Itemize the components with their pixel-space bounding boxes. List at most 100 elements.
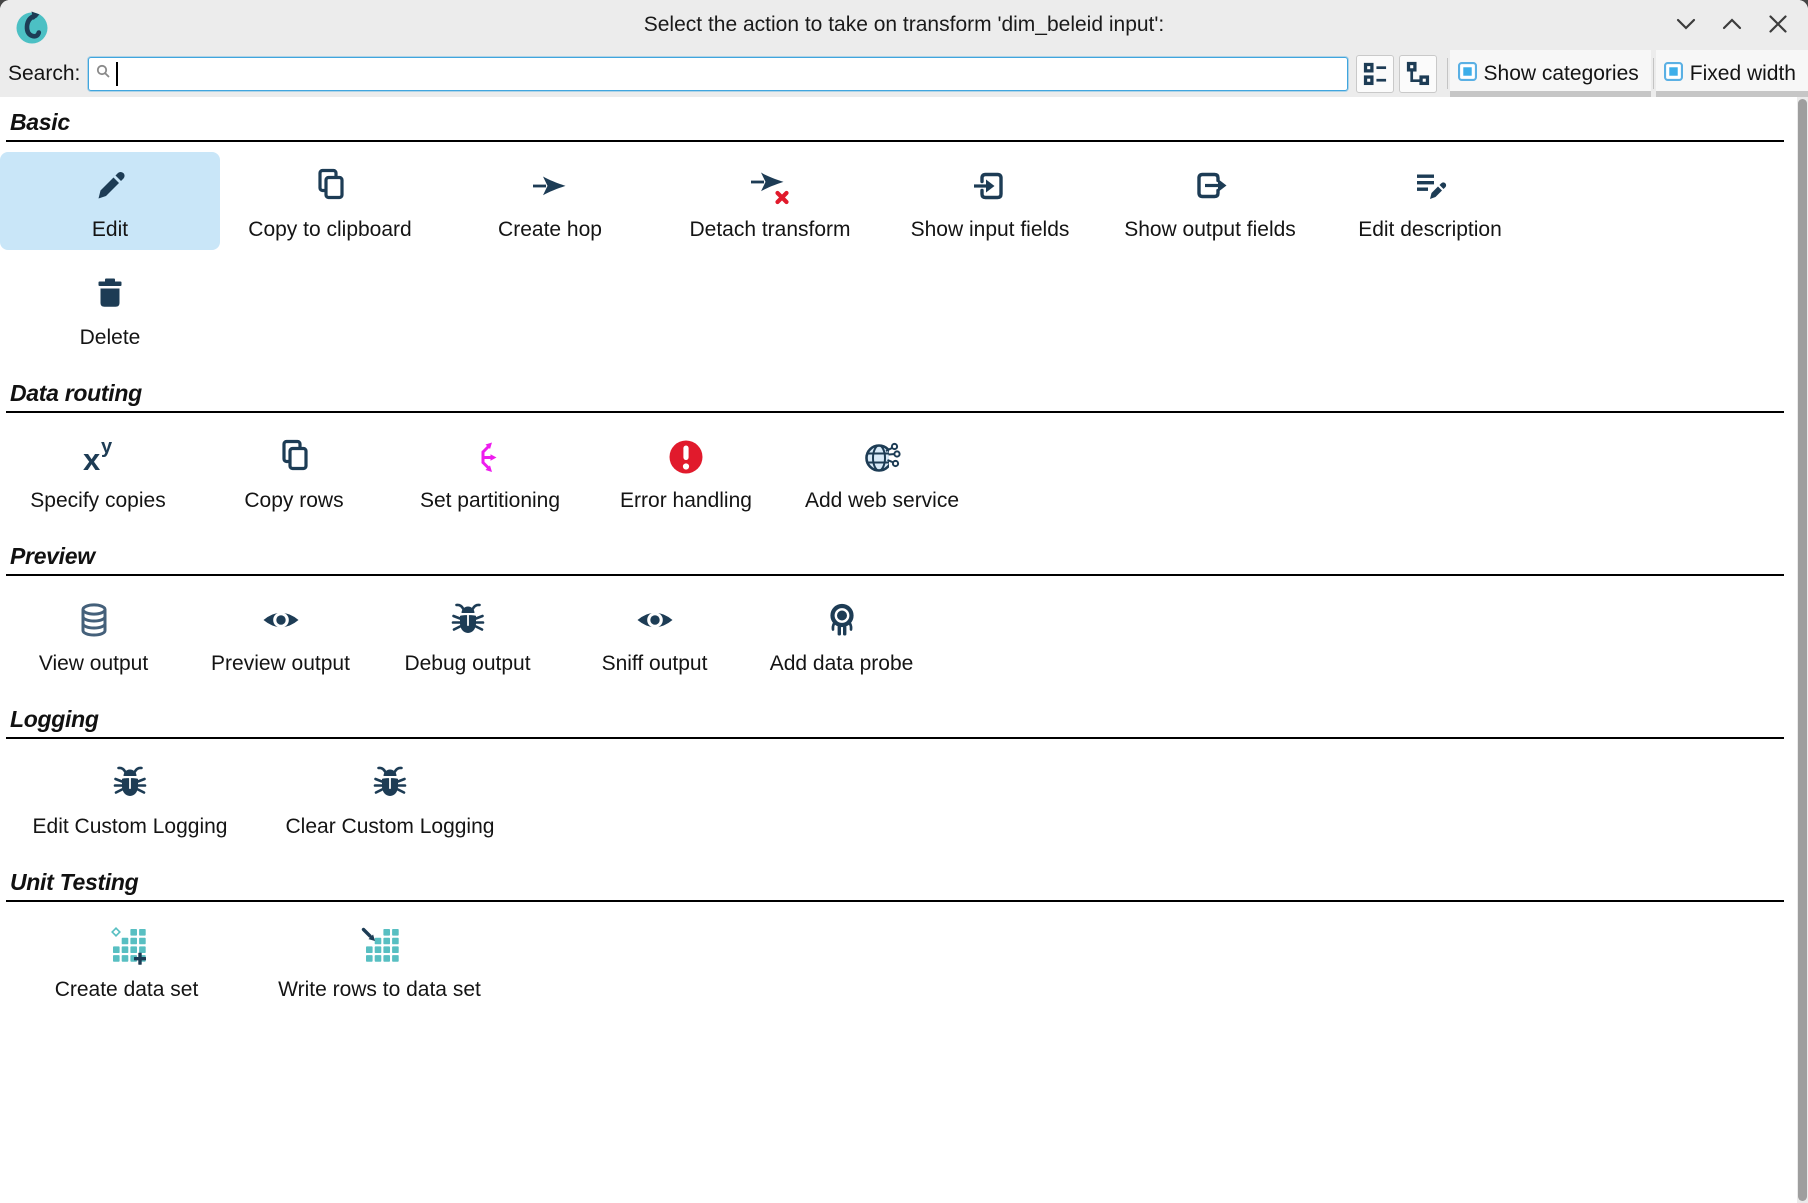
roll-up-button[interactable] <box>1716 9 1748 41</box>
action-item-write-rows-to-data-set[interactable]: Write rows to data set <box>253 912 506 1010</box>
action-item-add-data-probe[interactable]: Add data probe <box>748 586 935 684</box>
action-item-label: Add data probe <box>769 652 914 675</box>
view-buttons <box>1355 50 1437 97</box>
input-fields-icon <box>970 163 1010 209</box>
probe-icon <box>822 597 862 643</box>
action-item-create-data-set[interactable]: Create data set <box>0 912 253 1010</box>
window-controls <box>1670 0 1794 50</box>
action-item-show-input-fields[interactable]: Show input fields <box>880 152 1100 250</box>
action-item-debug-output[interactable]: Debug output <box>374 586 561 684</box>
toolbar-divider <box>1652 58 1654 89</box>
search-label: Search: <box>8 61 81 85</box>
section-divider <box>6 411 1784 413</box>
section-data-routing: Data routing x y Specify copies Copy rows… <box>0 378 1784 521</box>
action-item-detach-transform[interactable]: Detach transform <box>660 152 880 250</box>
bug-icon <box>370 760 410 806</box>
dataset-write-icon <box>360 923 400 969</box>
action-item-sniff-output[interactable]: Sniff output <box>561 586 748 684</box>
action-item-label: Write rows to data set <box>278 978 481 1001</box>
action-item-edit[interactable]: Edit <box>0 152 220 250</box>
section-grid: Edit Custom Logging Clear Custom Logging <box>0 749 1784 847</box>
action-item-error-handling[interactable]: Error handling <box>588 423 784 521</box>
roll-down-button[interactable] <box>1670 9 1702 41</box>
close-button[interactable] <box>1762 9 1794 41</box>
checkbox-checked-icon <box>1457 61 1477 86</box>
action-item-label: Specify copies <box>30 489 166 512</box>
dataset-add-icon <box>107 923 147 969</box>
action-item-set-partitioning[interactable]: Set partitioning <box>392 423 588 521</box>
eye-icon <box>261 597 301 643</box>
text-caret <box>116 61 119 86</box>
trash-icon <box>90 271 130 317</box>
action-item-clear-custom-logging[interactable]: Clear Custom Logging <box>260 749 520 847</box>
action-item-label: Add web service <box>804 489 960 512</box>
fixed-width-toggle[interactable]: Fixed width <box>1655 50 1808 97</box>
section-title: Data routing <box>10 380 142 406</box>
action-item-label: Clear Custom Logging <box>285 815 495 838</box>
action-item-label: Delete <box>79 326 141 349</box>
action-item-create-hop[interactable]: Create hop <box>440 152 660 250</box>
action-item-delete[interactable]: Delete <box>0 260 220 358</box>
action-item-label: Detach transform <box>689 218 851 241</box>
search-icon <box>95 63 111 84</box>
chevron-down-icon <box>1674 15 1698 36</box>
titlebar: Select the action to take on transform '… <box>0 0 1808 50</box>
action-item-specify-copies[interactable]: x y Specify copies <box>0 423 196 521</box>
action-item-edit-description[interactable]: Edit description <box>1320 152 1540 250</box>
action-item-label: Preview output <box>211 652 350 675</box>
search-box <box>88 56 1348 91</box>
action-item-copy-to-clipboard[interactable]: Copy to clipboard <box>220 152 440 250</box>
action-item-add-web-service[interactable]: Add web service <box>784 423 980 521</box>
action-item-edit-custom-logging[interactable]: Edit Custom Logging <box>0 749 260 847</box>
action-item-copy-rows[interactable]: Copy rows <box>196 423 392 521</box>
action-item-label: Create hop <box>498 218 602 241</box>
action-item-label: View output <box>38 652 149 675</box>
action-item-label: Error handling <box>620 489 752 512</box>
action-item-label: Set partitioning <box>419 489 561 512</box>
output-fields-icon <box>1190 163 1230 209</box>
eye-icon <box>635 597 675 643</box>
toolbar-divider <box>1446 58 1448 89</box>
tree-view-icon <box>1404 59 1431 89</box>
show-categories-toggle[interactable]: Show categories <box>1449 50 1652 97</box>
copy-icon <box>274 434 314 480</box>
copy-icon <box>310 163 350 209</box>
list-view-button[interactable] <box>1355 54 1394 93</box>
search-toolbar: Search: <box>0 50 1808 97</box>
section-title: Unit Testing <box>10 869 139 895</box>
section-grid: Edit Copy to clipboard Create hop Detach… <box>0 152 1784 358</box>
section-logging: Logging Edit Custom Logging Clear Custom… <box>0 704 1784 847</box>
section-divider <box>6 900 1784 902</box>
action-item-show-output-fields[interactable]: Show output fields <box>1100 152 1320 250</box>
close-icon <box>1766 14 1790 36</box>
action-item-label: Debug output <box>404 652 531 675</box>
action-item-label: Edit <box>91 218 129 241</box>
action-item-label: Copy rows <box>244 489 344 512</box>
dialog-title: Select the action to take on transform '… <box>643 13 1165 36</box>
pencil-icon <box>90 163 130 209</box>
hop-logo <box>12 5 52 45</box>
toggle-label: Show categories <box>1483 61 1639 85</box>
vertical-scrollbar[interactable] <box>1797 97 1808 1203</box>
chevron-up-icon <box>1720 15 1744 36</box>
action-item-preview-output[interactable]: Preview output <box>187 586 374 684</box>
scrollbar-thumb[interactable] <box>1798 99 1807 1201</box>
section-title: Basic <box>10 109 70 135</box>
bug-icon <box>110 760 150 806</box>
actions-panel: Basic Edit Copy to clipboard Create hop … <box>0 97 1808 1203</box>
toggle-label: Fixed width <box>1689 61 1796 85</box>
search-input[interactable] <box>123 62 1341 85</box>
section-grid: View output Preview output Debug output … <box>0 586 1784 684</box>
detach-arrow-icon <box>750 163 790 209</box>
section-grid: Create data set Write rows to data set <box>0 912 1784 1010</box>
action-item-label: Create data set <box>54 978 199 1001</box>
tree-view-button[interactable] <box>1398 54 1437 93</box>
copies-xy-icon: x y <box>78 434 118 480</box>
section-unit-testing: Unit Testing Create data set Write rows … <box>0 867 1784 1010</box>
section-divider <box>6 737 1784 739</box>
section-preview: Preview View output Preview output Debug… <box>0 541 1784 684</box>
action-item-view-output[interactable]: View output <box>0 586 187 684</box>
svg-text:y: y <box>101 437 113 458</box>
web-service-icon <box>862 434 902 480</box>
section-grid: x y Specify copies Copy rows Set partitio… <box>0 423 1784 521</box>
